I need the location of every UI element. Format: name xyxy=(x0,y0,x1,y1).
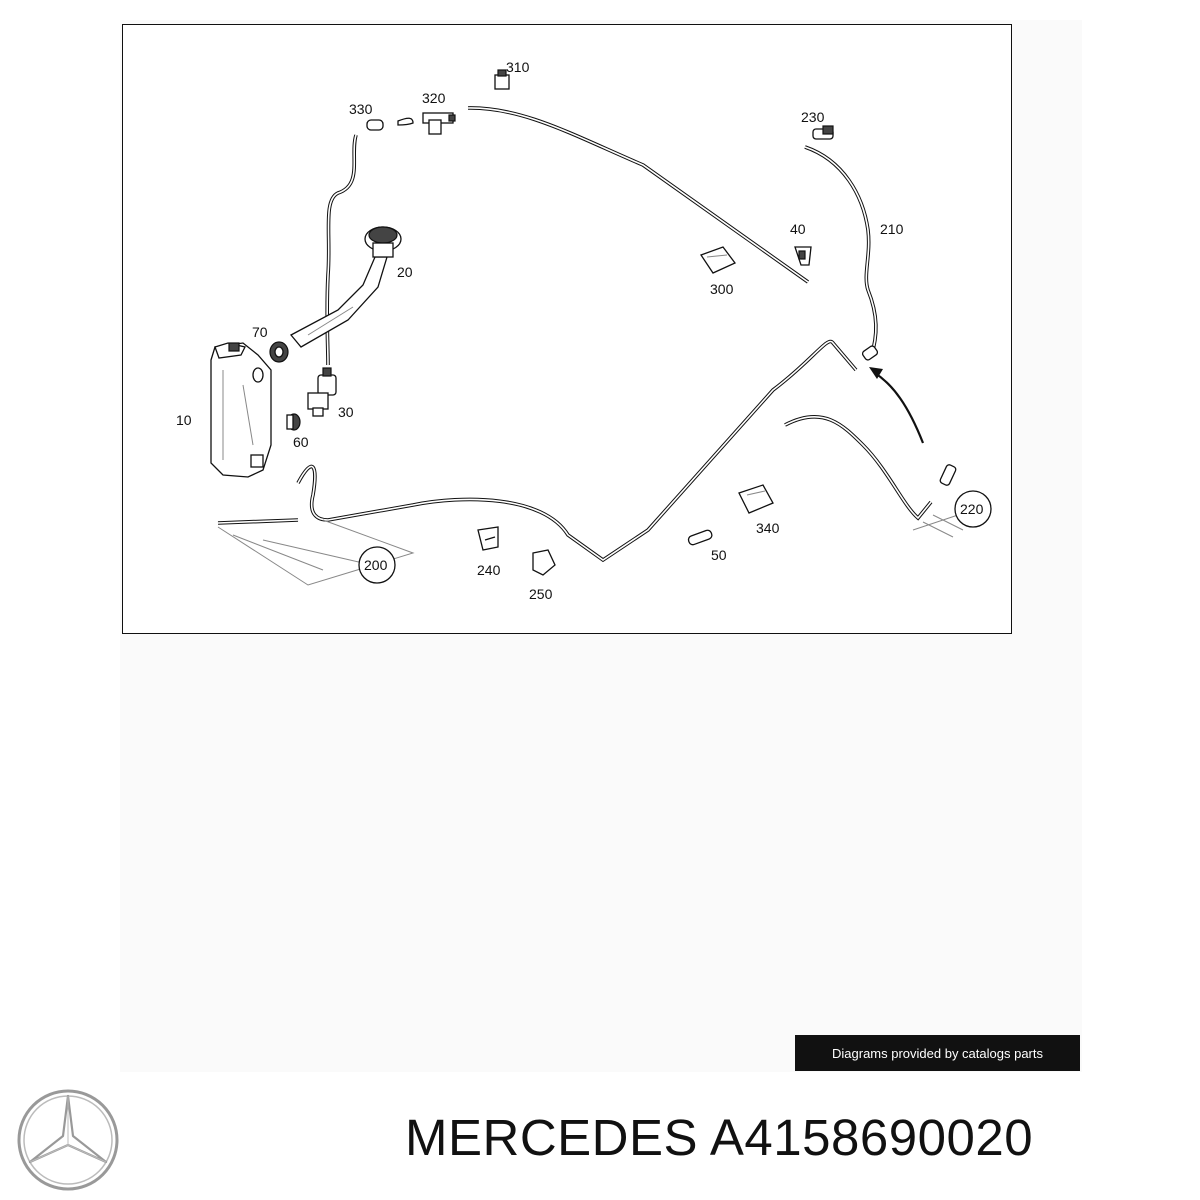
part-label-40: 40 xyxy=(790,221,806,237)
part-label-250: 250 xyxy=(529,586,553,602)
hose-330-to-pump-inner xyxy=(326,134,357,366)
connector-210 xyxy=(861,345,879,361)
part-label-70: 70 xyxy=(252,324,268,340)
connector-320 xyxy=(422,112,456,135)
parts-diagram: 10 20 30 40 50 60 70 200 210 220 230 240… xyxy=(122,24,1012,634)
clip-40 xyxy=(794,246,812,266)
part-label-340: 340 xyxy=(756,520,780,536)
hose-330-to-pump xyxy=(325,134,358,366)
hose-320-to-300 xyxy=(467,106,810,284)
washer-tank-10 xyxy=(210,342,272,478)
part-title: MERCEDES A4158690020 xyxy=(405,1108,1033,1167)
grommet-70 xyxy=(269,341,289,363)
part-label-10: 10 xyxy=(176,412,192,428)
grommet-60 xyxy=(286,413,301,431)
part-label-220: 220 xyxy=(960,501,984,517)
hose-230-to-210 xyxy=(804,145,871,291)
callout-circle-220 xyxy=(954,490,992,528)
credit-banner: Diagrams provided by catalogs parts xyxy=(795,1035,1080,1071)
nozzle-230 xyxy=(812,125,834,140)
hose-230-to-210-inner xyxy=(804,146,870,291)
part-label-60: 60 xyxy=(293,434,309,450)
hose-320-to-300-inner xyxy=(467,107,809,283)
part-label-230: 230 xyxy=(801,109,825,125)
part-label-20: 20 xyxy=(397,264,413,280)
part-label-50: 50 xyxy=(711,547,727,563)
hatch-220 xyxy=(912,514,964,538)
line-to-220-inner xyxy=(784,415,932,520)
part-label-320: 320 xyxy=(422,90,446,106)
line-200-inner xyxy=(217,519,299,524)
nozzle-220 xyxy=(939,464,957,486)
mercedes-star-logo xyxy=(15,1087,121,1193)
brand-name: MERCEDES xyxy=(405,1109,699,1166)
part-number: A4158690020 xyxy=(709,1109,1034,1166)
bracket-300 xyxy=(700,246,737,274)
filler-neck-20 xyxy=(289,226,402,348)
direction-arrow xyxy=(869,367,925,444)
pump-30 xyxy=(307,367,337,417)
connector-330 xyxy=(366,117,414,131)
part-label-330: 330 xyxy=(349,101,373,117)
clip-250 xyxy=(532,549,556,576)
clip-310 xyxy=(494,69,510,90)
part-label-30: 30 xyxy=(338,404,354,420)
part-label-210: 210 xyxy=(880,221,904,237)
part-label-200: 200 xyxy=(364,557,388,573)
bracket-340 xyxy=(738,484,774,514)
part-label-240: 240 xyxy=(477,562,501,578)
clip-240 xyxy=(477,526,499,551)
callout-circle-200 xyxy=(358,546,396,584)
line-to-220 xyxy=(784,414,933,521)
part-label-300: 300 xyxy=(710,281,734,297)
part-label-310: 310 xyxy=(506,59,530,75)
connector-50 xyxy=(687,529,713,546)
main-washer-line-inner xyxy=(297,340,857,561)
